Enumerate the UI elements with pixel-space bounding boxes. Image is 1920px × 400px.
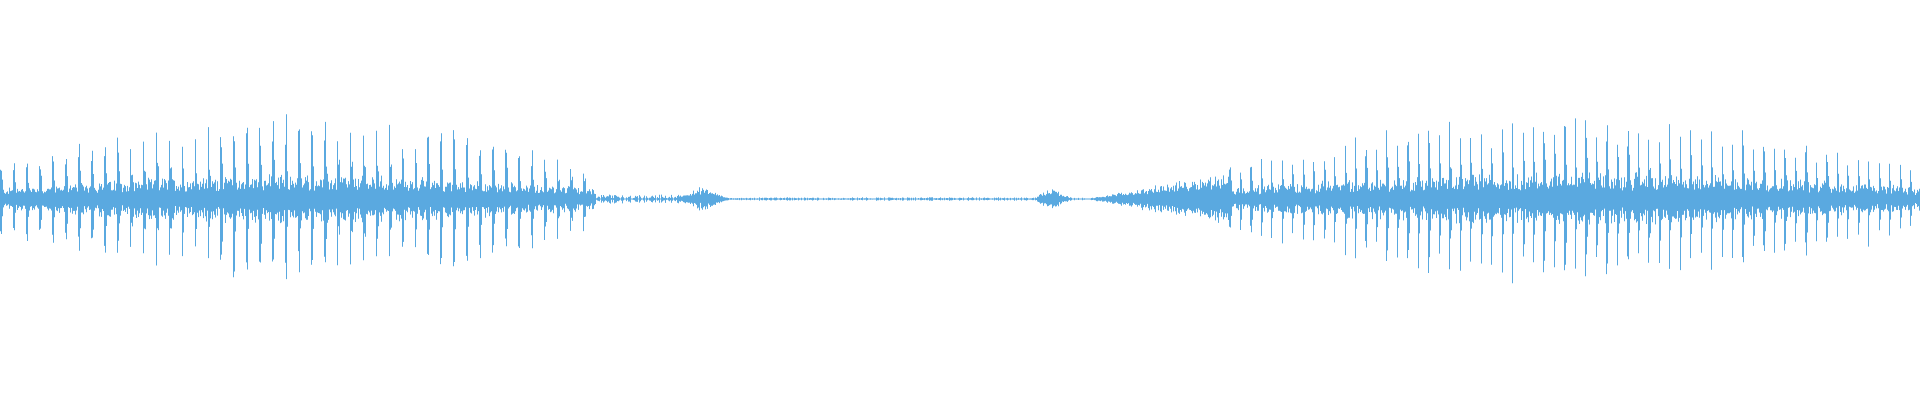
waveform-trace (0, 114, 1920, 284)
